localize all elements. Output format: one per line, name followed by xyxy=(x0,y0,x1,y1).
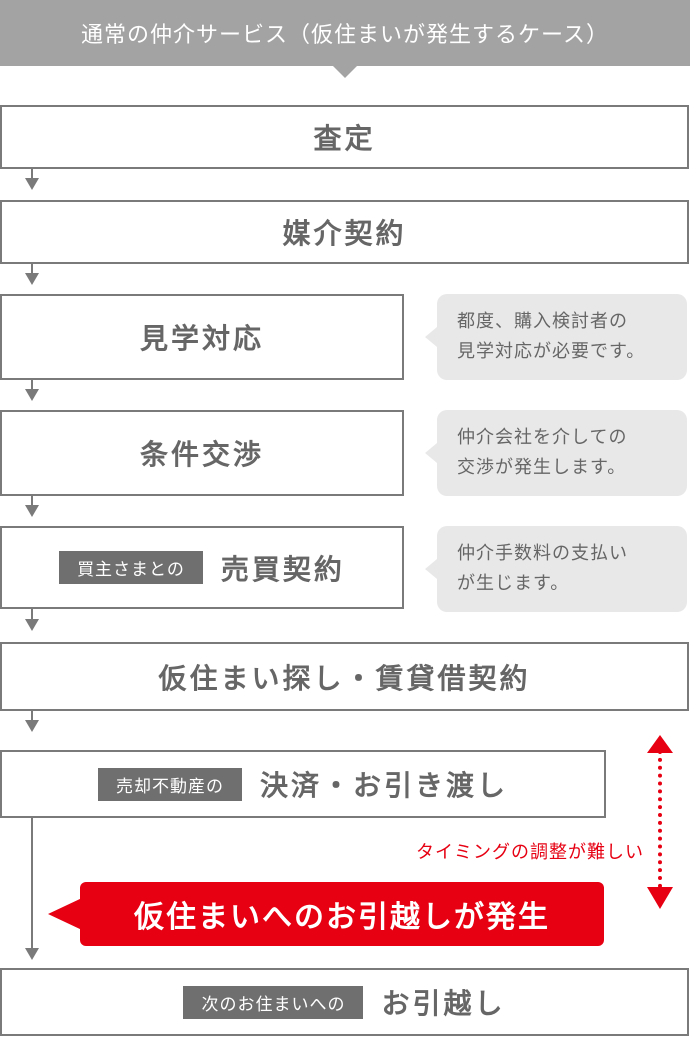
note-sales-contract: 仲介手数料の支払いが生じます。 xyxy=(425,526,687,612)
step-viewing: 見学対応 xyxy=(0,294,404,380)
step-move: 次のお住まいへのお引越し xyxy=(0,968,689,1036)
page-title: 通常の仲介サービス（仮住まいが発生するケース） xyxy=(0,0,690,66)
callout-pointer xyxy=(48,898,82,930)
header-pointer xyxy=(333,66,357,78)
arrow-down-icon xyxy=(25,948,39,960)
step-assessment: 査定 xyxy=(0,105,689,169)
step-tag: 買主さまとの xyxy=(59,551,203,584)
connector xyxy=(31,169,33,179)
note-line: が生じます。 xyxy=(457,573,570,594)
arrow-down-icon xyxy=(25,720,39,732)
arrow-up-icon xyxy=(647,735,673,753)
connector xyxy=(31,264,33,274)
arrow-down-icon xyxy=(647,887,673,909)
step-sales-contract: 買主さまとの売買契約 xyxy=(0,526,404,609)
step-tag: 次のお住まいへの xyxy=(183,985,364,1019)
alert-callout: 仮住まいへのお引越しが発生 xyxy=(80,882,604,946)
step-label: 媒介契約 xyxy=(282,217,407,250)
connector xyxy=(31,711,33,721)
arrow-down-icon xyxy=(25,505,39,517)
note-line: 都度、購入検討者の xyxy=(457,311,628,332)
arrow-down-icon xyxy=(25,619,39,631)
step-label: 査定 xyxy=(313,122,376,155)
arrow-down-icon xyxy=(25,389,39,401)
note-line: 仲介会社を介しての xyxy=(457,427,628,448)
step-label: 条件交渉 xyxy=(139,438,264,471)
step-label: お引越し xyxy=(381,987,506,1020)
arrow-down-icon xyxy=(25,178,39,190)
note-line: 見学対応が必要です。 xyxy=(457,341,646,362)
step-label: 仮住まい探し・賃貸借契約 xyxy=(158,661,531,695)
connector xyxy=(31,818,33,958)
step-tag: 売却不動産の xyxy=(97,767,242,801)
arrow-down-icon xyxy=(25,273,39,285)
note-line: 交渉が発生します。 xyxy=(457,457,627,478)
step-brokerage-contract: 媒介契約 xyxy=(0,200,689,264)
step-label: 見学対応 xyxy=(139,322,264,355)
connector xyxy=(31,496,33,506)
timing-note: タイミングの調整が難しい xyxy=(416,842,644,863)
step-label: 決済・お引き渡し xyxy=(259,769,508,802)
note-viewing: 都度、購入検討者の見学対応が必要です。 xyxy=(425,294,687,380)
step-settlement: 売却不動産の決済・お引き渡し xyxy=(0,750,606,818)
note-line: 仲介手数料の支払い xyxy=(457,543,628,564)
note-negotiation: 仲介会社を介しての交渉が発生します。 xyxy=(425,410,687,496)
step-negotiation: 条件交渉 xyxy=(0,410,404,496)
connector xyxy=(31,609,33,620)
step-temporary-housing: 仮住まい探し・賃貸借契約 xyxy=(0,642,689,711)
step-label: 売買契約 xyxy=(220,552,345,586)
dotted-line xyxy=(658,750,662,888)
connector xyxy=(31,380,33,390)
